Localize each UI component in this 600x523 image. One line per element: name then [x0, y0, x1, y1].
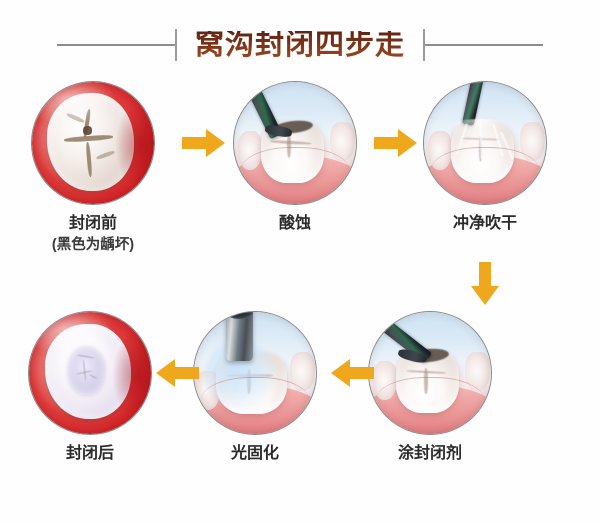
- step-1-before-sealing: 封闭前 (黑色为龋坏): [27, 82, 159, 255]
- step-5-caption: 光固化: [230, 445, 279, 462]
- step-2-acid-etching: 酸蚀: [229, 82, 361, 234]
- title-rule-left: [56, 44, 175, 46]
- arrow-step5-to-step6: [154, 359, 199, 387]
- step-4-illustration: [369, 312, 491, 434]
- arrow-step1-to-step2: [182, 129, 227, 157]
- step-1-caption: 封闭前: [68, 215, 117, 232]
- arrow-step2-to-step3: [374, 129, 419, 157]
- step-3-rinse-and-dry: 冲净吹干: [419, 82, 551, 234]
- step-6-illustration: [29, 312, 151, 434]
- arrow-step4-to-step5: [329, 359, 374, 387]
- step-1-illustration: [32, 82, 154, 204]
- step-5-light-curing: 光固化: [189, 312, 321, 464]
- title-rule-right: [425, 44, 543, 46]
- step-4-apply-sealant: 涂封闭剂: [364, 312, 496, 464]
- step-2-illustration: [234, 82, 356, 204]
- title-tick-right: [423, 29, 425, 61]
- step-6-after-sealing: 封闭后: [24, 312, 156, 464]
- step-2-caption: 酸蚀: [278, 215, 311, 232]
- step-6-caption: 封闭后: [65, 445, 114, 462]
- step-3-caption: 冲净吹干: [452, 215, 517, 232]
- title-tick-left: [174, 29, 177, 61]
- page-title-bar: 窝沟封闭四步走: [0, 22, 600, 68]
- step-1-sub-caption: (黑色为龋坏): [51, 237, 135, 253]
- step-3-illustration: [424, 82, 546, 204]
- curing-light-tube-icon: [225, 312, 253, 361]
- step-4-caption: 涂封闭剂: [397, 445, 462, 462]
- page-title: 窝沟封闭四步走: [177, 30, 423, 60]
- arrow-step3-to-step4: [471, 262, 499, 307]
- step-5-illustration: [194, 312, 316, 434]
